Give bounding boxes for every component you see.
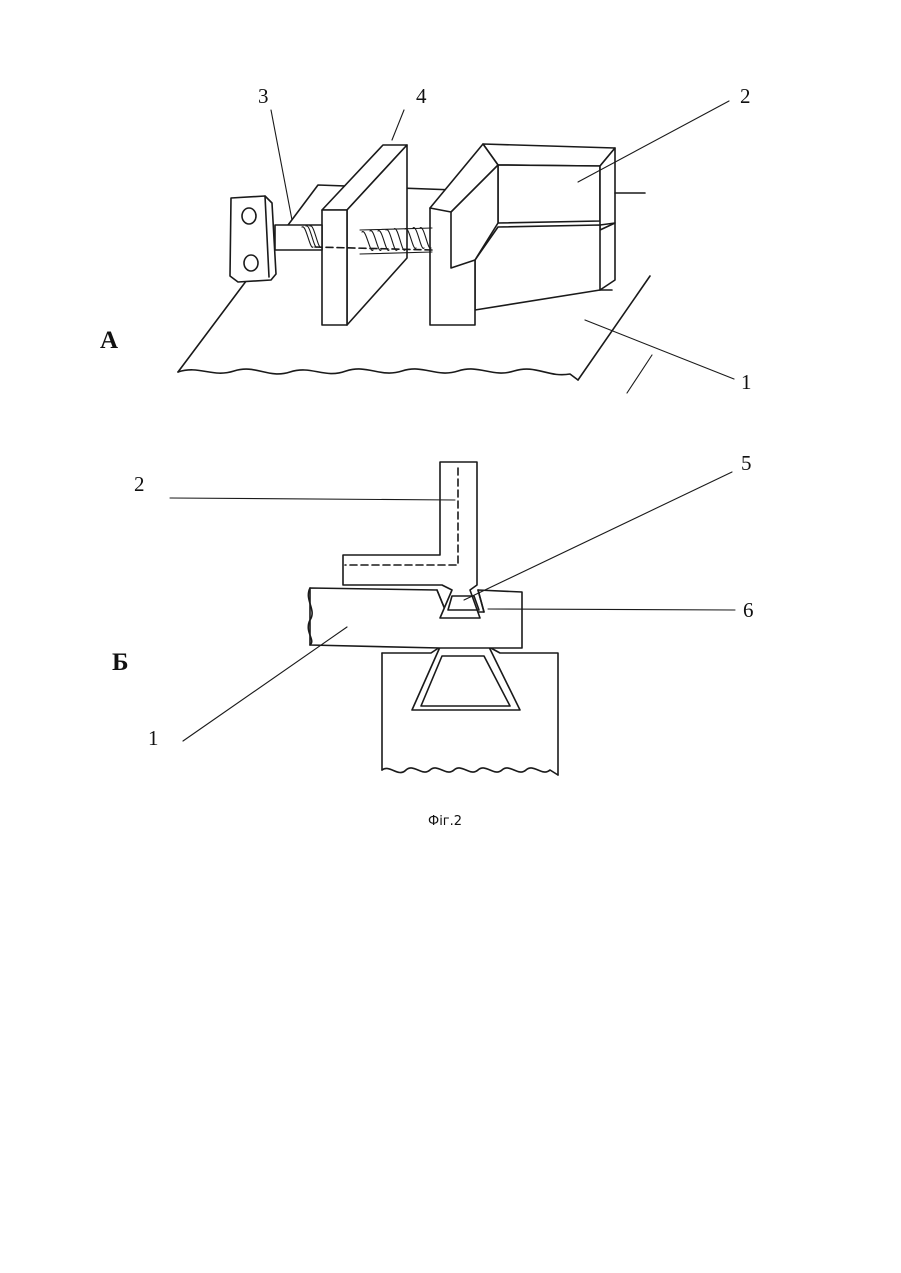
view-b-drawing bbox=[170, 462, 735, 775]
callout-b-6: 6 bbox=[743, 598, 754, 622]
figure-caption: Фіг.2 bbox=[428, 814, 462, 829]
leader-b-5 bbox=[464, 472, 732, 600]
screw-handle bbox=[230, 196, 276, 282]
leader-3 bbox=[271, 110, 292, 220]
callout-b-5: 5 bbox=[741, 451, 752, 475]
leader-b-2 bbox=[170, 498, 455, 500]
leader-b-1 bbox=[183, 627, 347, 741]
rail-section bbox=[308, 588, 522, 648]
callout-a-2: 2 bbox=[740, 84, 751, 108]
fixed-jaw bbox=[430, 144, 645, 325]
leader-2 bbox=[578, 101, 729, 182]
callout-a-3: 3 bbox=[258, 84, 269, 108]
callout-b-1: 1 bbox=[148, 726, 159, 750]
movable-jaw bbox=[322, 145, 407, 325]
leader-1-handle bbox=[178, 285, 243, 372]
view-b-label: Б bbox=[112, 649, 129, 676]
view-a-label: А bbox=[100, 327, 118, 354]
leader-1-a bbox=[585, 320, 734, 379]
leader-4 bbox=[392, 110, 404, 140]
leader-b-6 bbox=[488, 609, 735, 610]
callout-b-2: 2 bbox=[134, 472, 145, 496]
callout-a-4: 4 bbox=[416, 84, 427, 108]
view-a-drawing bbox=[178, 101, 734, 393]
callout-a-1: 1 bbox=[741, 370, 752, 394]
lower-block bbox=[382, 647, 558, 775]
